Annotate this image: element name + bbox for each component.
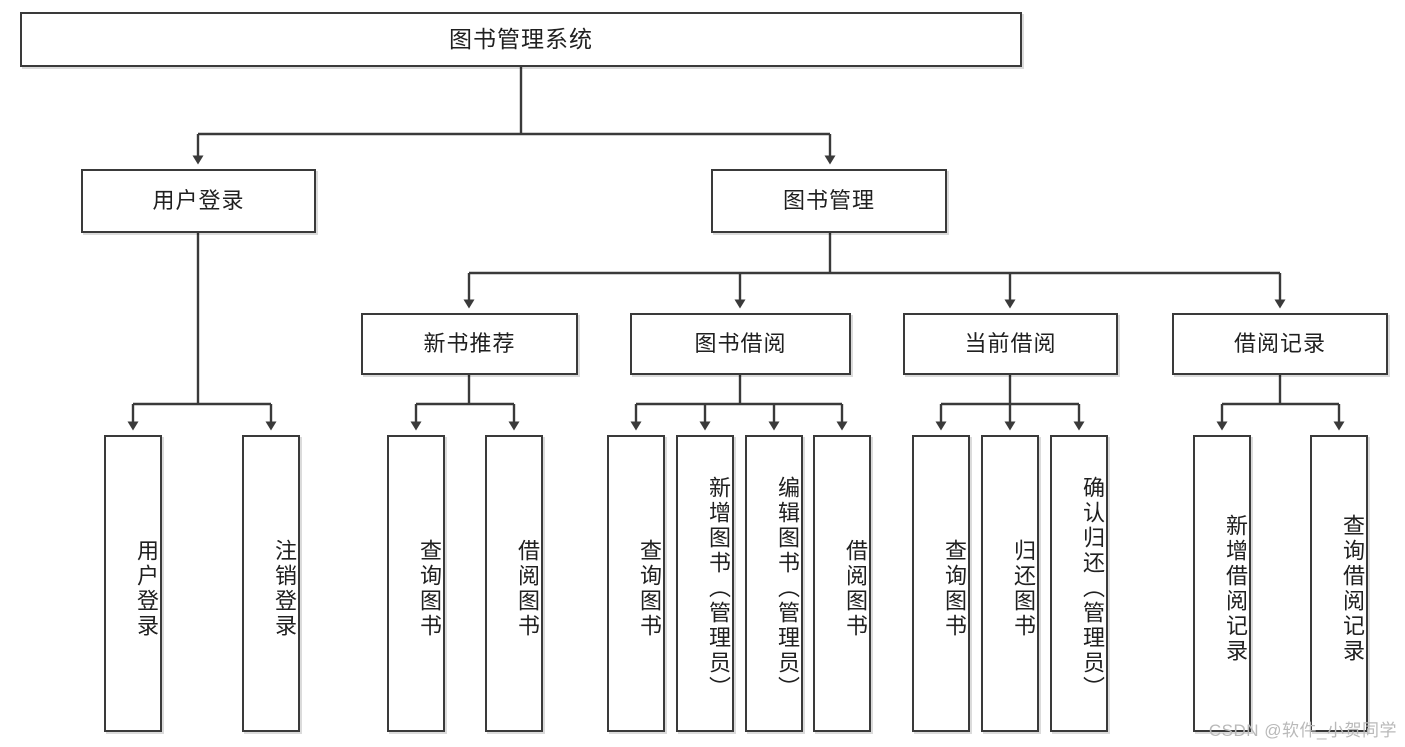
node-label: 注销登录 xyxy=(272,538,297,639)
node-root-book-management-system[interactable]: 图书管理系统 xyxy=(20,12,1022,67)
leaf-confirm-return-admin[interactable]: 确认归还（管理员） xyxy=(1050,435,1108,732)
node-label: 查询图书 xyxy=(942,538,967,639)
node-current-borrow[interactable]: 当前借阅 xyxy=(903,313,1118,375)
node-label: 查询图书 xyxy=(417,538,442,639)
node-label: 图书管理系统 xyxy=(449,25,593,52)
node-label: 借阅图书 xyxy=(843,538,868,639)
node-label: 新增借阅记录 xyxy=(1223,513,1248,664)
node-label: 查询借阅记录 xyxy=(1340,513,1365,664)
node-label: 借阅图书 xyxy=(515,538,540,639)
node-label: 用户登录 xyxy=(134,538,159,639)
csdn-watermark: CSDN @软件_小贺同学 xyxy=(1208,721,1397,740)
node-book-management[interactable]: 图书管理 xyxy=(711,169,947,233)
leaf-borrow-book[interactable]: 借阅图书 xyxy=(813,435,871,732)
leaf-user-logout[interactable]: 注销登录 xyxy=(242,435,300,732)
leaf-user-login[interactable]: 用户登录 xyxy=(104,435,162,732)
node-label: 当前借阅 xyxy=(964,330,1057,356)
node-label: 编辑图书（管理员） xyxy=(775,476,800,701)
node-label: 用户登录 xyxy=(152,187,245,213)
leaf-query-borrow-record[interactable]: 查询借阅记录 xyxy=(1310,435,1368,732)
node-label: 图书借阅 xyxy=(694,330,787,356)
node-user-login[interactable]: 用户登录 xyxy=(81,169,316,233)
node-label: 图书管理 xyxy=(782,187,875,213)
node-borrow-record[interactable]: 借阅记录 xyxy=(1172,313,1388,375)
leaf-add-borrow-record[interactable]: 新增借阅记录 xyxy=(1193,435,1251,732)
node-new-book-recommend[interactable]: 新书推荐 xyxy=(361,313,578,375)
leaf-return-book[interactable]: 归还图书 xyxy=(981,435,1039,732)
leaf-query-book-current[interactable]: 查询图书 xyxy=(912,435,970,732)
node-label: 归还图书 xyxy=(1011,538,1036,639)
leaf-edit-book-admin[interactable]: 编辑图书（管理员） xyxy=(745,435,803,732)
leaf-query-book-borrow[interactable]: 查询图书 xyxy=(607,435,665,732)
node-book-borrow[interactable]: 图书借阅 xyxy=(630,313,851,375)
node-label: 新增图书（管理员） xyxy=(706,476,731,701)
node-label: 借阅记录 xyxy=(1233,330,1326,356)
leaf-borrow-book-recommend[interactable]: 借阅图书 xyxy=(485,435,543,732)
node-label: 查询图书 xyxy=(637,538,662,639)
leaf-add-book-admin[interactable]: 新增图书（管理员） xyxy=(676,435,734,732)
node-label: 确认归还（管理员） xyxy=(1080,476,1105,701)
node-label: 新书推荐 xyxy=(423,330,516,356)
leaf-query-book-recommend[interactable]: 查询图书 xyxy=(387,435,445,732)
